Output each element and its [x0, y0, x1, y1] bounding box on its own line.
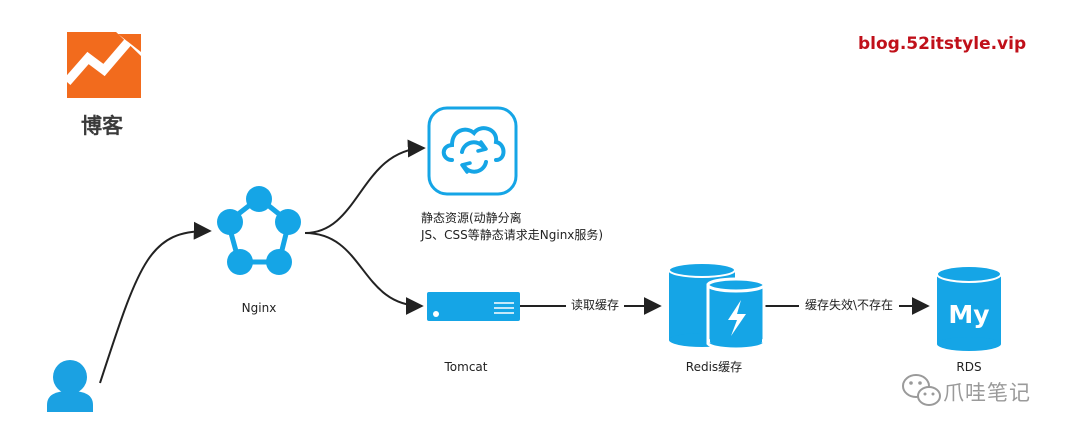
- wechat-icon: [902, 374, 941, 406]
- rds-icon-text: My: [948, 300, 989, 329]
- trending-up-chart-icon: [63, 30, 141, 98]
- blog-url-watermark: blog.52itstyle.vip: [858, 34, 1027, 54]
- edge-label-read-cache: 读取缓存: [566, 297, 624, 313]
- mysql-database-icon: My: [936, 265, 1002, 351]
- edge-label-read-cache-text: 读取缓存: [571, 298, 619, 312]
- static-resources-description: 静态资源(动静分离 JS、CSS等静态请求走Nginx服务): [421, 210, 603, 244]
- wechat-account-name: 爪哇笔记: [943, 381, 1031, 405]
- edge-nginx-to-tomcat: [304, 232, 424, 315]
- server-icon: [427, 292, 520, 321]
- user-icon: [47, 360, 93, 412]
- nginx-label: Nginx: [242, 301, 277, 315]
- edge-label-cache-miss: 缓存失效\不存在: [799, 297, 899, 313]
- cloud-sync-icon: [427, 106, 518, 196]
- static-desc-line-1: 静态资源(动静分离: [421, 211, 522, 225]
- nginx-pentagon-icon: [217, 186, 301, 275]
- static-desc-line-2: JS、CSS等静态请求走Nginx服务): [421, 228, 604, 242]
- redis-cache-icon: [668, 262, 766, 351]
- rds-label: RDS: [956, 360, 981, 374]
- tomcat-label: Tomcat: [444, 360, 488, 374]
- edge-nginx-to-static: [304, 139, 426, 234]
- edge-user-to-nginx: [99, 221, 212, 384]
- edge-label-cache-miss-text: 缓存失效\不存在: [805, 297, 893, 312]
- logo-caption: 博客: [81, 114, 123, 138]
- redis-label: Redis缓存: [686, 360, 742, 374]
